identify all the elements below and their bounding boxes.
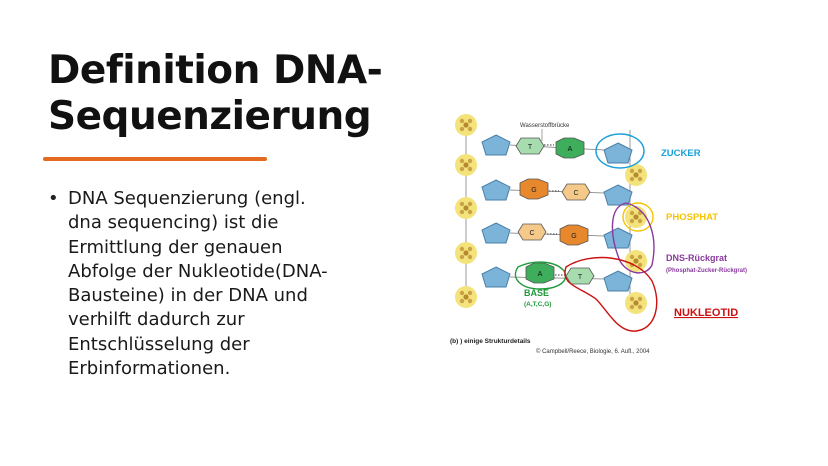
base-letter: T (578, 274, 583, 281)
label-zucker: ZUCKER (661, 148, 701, 159)
phosphate-group (625, 292, 647, 314)
bullet-line: verhilft dadurch zur (68, 309, 245, 331)
figure-credit: © Campbell/Reece, Biologie, 6. Aufl., 20… (536, 348, 650, 355)
label-phosphat: PHOSPHAT (666, 212, 718, 223)
phosphate-group (455, 197, 477, 219)
slide-title: Definition DNA- Sequenzierung (48, 48, 408, 140)
bullet-line: Erbinformationen. (68, 358, 231, 380)
base-letter: A (568, 146, 573, 153)
base-letter: C (573, 190, 578, 197)
base-letter: C (529, 230, 534, 237)
phosphate-group (625, 250, 647, 272)
sugar-ring (481, 266, 511, 288)
dna-diagram: Wasserstoffbrücke T A G C C G (450, 114, 747, 355)
base-letter: G (531, 187, 536, 194)
base-letter: T (528, 144, 533, 151)
title-underline (43, 157, 267, 161)
base-outline (514, 261, 567, 290)
bullet-line: Bausteine) in der DNA und (68, 285, 308, 307)
phosphate-group (625, 206, 647, 228)
label-nukleotid: NUKLEOTID (674, 307, 738, 319)
title-line-2: Sequenzierung (48, 94, 372, 139)
phosphate-group (455, 286, 477, 308)
backbone-outline (611, 202, 655, 274)
bullet-line: Entschlüsselung der (68, 333, 250, 355)
label-base-sub: (A,T,C,G) (524, 301, 551, 308)
label-backbone-sub: (Phosphat-Zucker-Rückgrat) (666, 268, 747, 274)
dna-structure-figure: Wasserstoffbrücke T A G C C G (448, 105, 778, 365)
sugar-ring (603, 270, 633, 292)
bullet-marker: • (48, 188, 59, 209)
sugar-ring (603, 227, 633, 249)
nukleotid-outline (564, 256, 658, 332)
base-letter: A (538, 271, 543, 278)
title-line-1: Definition DNA- (48, 48, 383, 93)
bullet-line: Ermittlung der genauen (68, 236, 283, 258)
label-base: BASE (524, 288, 549, 298)
zucker-outline (595, 133, 645, 169)
base-letter: G (571, 233, 576, 240)
sugar-ring (603, 184, 633, 206)
bullet-line: Abfolge der Nukleotide(DNA- (68, 260, 328, 282)
sugar-ring (603, 142, 633, 164)
hydrogen-bond-label: Wasserstoffbrücke (520, 123, 570, 129)
sugar-ring (481, 134, 511, 156)
phosphat-outline (622, 202, 654, 232)
phosphate-group (455, 154, 477, 176)
phosphate-group (455, 114, 477, 136)
figure-caption: (b) ) einige Strukturdetails (450, 338, 531, 345)
sugar-ring (481, 222, 511, 244)
bullet-line: DNA Sequenzierung (engl. (68, 188, 306, 209)
bullet-line: dna sequencing) ist die (68, 212, 279, 234)
label-backbone: DNS-Rückgrat (666, 253, 727, 263)
phosphate-group (455, 242, 477, 264)
bullet-item: DNA Sequenzierung (engl. dna sequencing)… (68, 187, 380, 381)
sugar-ring (481, 179, 511, 201)
